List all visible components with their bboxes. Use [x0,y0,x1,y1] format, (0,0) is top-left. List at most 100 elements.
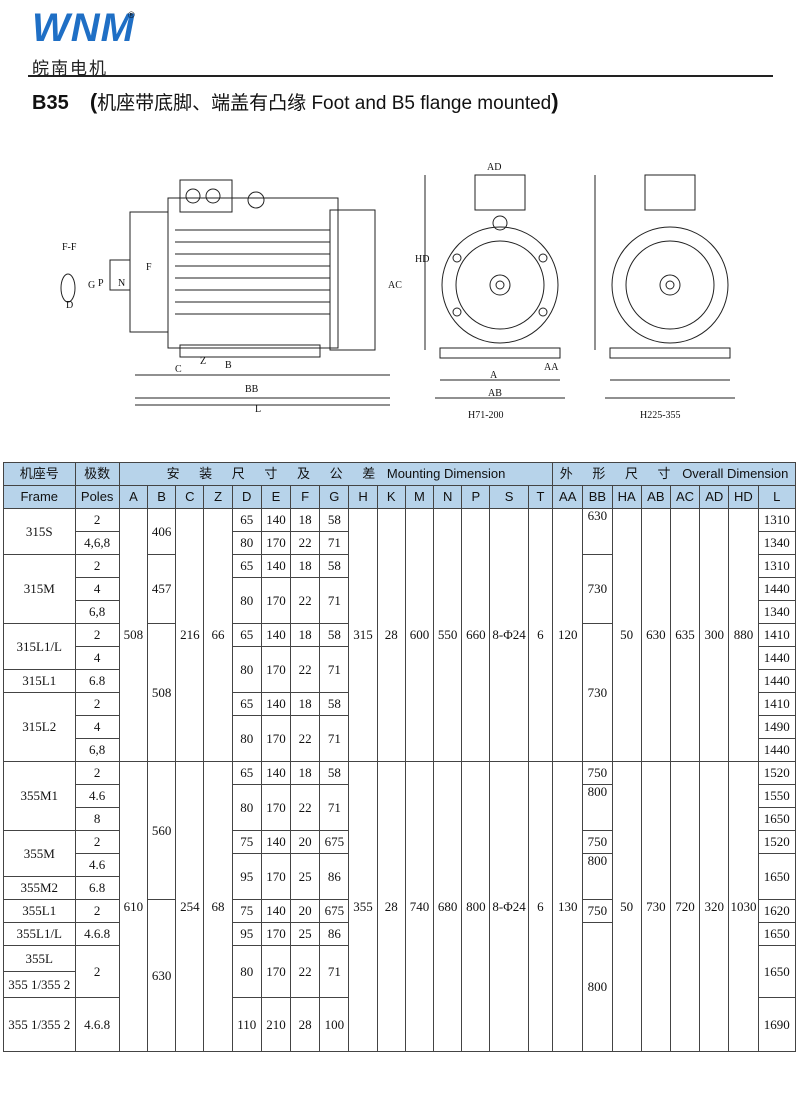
cell-D: 80 [231,784,262,831]
label-ab: AB [488,388,502,399]
cell-AB: 730 [640,761,671,1052]
label-ff: F-F [62,242,77,253]
cell-D: 65 [231,692,262,716]
hdr-frame-cn: 机座号 [3,462,76,486]
frame-cell: 315L2 [3,692,76,762]
cell-L: 1410 [757,623,797,647]
cell-L: 1310 [757,508,797,532]
frame-cell: 355L1/L [3,922,76,946]
cell-D: 80 [231,577,262,624]
cell-AA: 120 [552,508,584,762]
cell-L: 1650 [757,853,797,900]
brand-name: 皖南电机 [32,59,108,79]
registered-mark: ® [128,10,135,20]
cell-C: 254 [175,761,205,1052]
label-b: B [225,360,232,371]
cell-AD: 320 [699,761,730,1052]
hdr-col-e: E [260,485,292,509]
cell-G: 71 [319,531,350,555]
cell-G: 71 [319,784,350,831]
cell-G: 675 [319,830,350,854]
frame-cell: 315S [3,508,76,555]
frame-cell: 355M [3,830,76,877]
frame-cell: 355L [3,945,76,972]
header-rule [28,75,773,77]
cell-F: 18 [290,508,321,532]
cell-T: 6 [527,761,554,1052]
cell-L: 1650 [757,945,797,998]
cell-L: 1490 [757,715,797,739]
poles-cell: 4 [74,646,120,670]
cell-L: 1690 [757,997,797,1052]
cell-D: 80 [231,715,262,762]
cell-D: 75 [231,830,262,854]
cell-K: 28 [376,508,406,762]
cell-E: 170 [260,577,292,624]
caption-h225-355: H225-355 [640,410,681,421]
cell-E: 170 [260,646,292,693]
hdr-col-ab: AB [640,485,671,509]
cell-G: 100 [319,997,350,1052]
cell-BB: 800 [582,784,613,831]
hdr-col-ha: HA [611,485,642,509]
cell-L: 1520 [757,830,797,854]
cell-HA: 50 [611,761,642,1052]
cell-B: 630 [147,899,177,1052]
poles-cell: 4.6.8 [74,922,120,946]
poles-cell: 4 [74,715,120,739]
hdr-col-c: C [175,485,205,509]
cell-D: 80 [231,945,262,998]
cell-E: 170 [260,715,292,762]
hdr-overall: 外 形 尺 寸 Overall Dimension [552,462,796,486]
cell-L: 1650 [757,807,797,831]
cell-D: 65 [231,761,262,785]
cell-A: 610 [118,761,149,1052]
cell-BB: 730 [582,623,613,762]
cell-L: 1410 [757,692,797,716]
cell-A: 508 [118,508,149,762]
hdr-col-p: P [461,485,491,509]
cell-H: 315 [348,508,378,762]
cell-E: 170 [260,945,292,998]
cell-AC: 720 [669,761,701,1052]
cell-F: 22 [290,646,321,693]
cell-F: 18 [290,623,321,647]
cell-N: 550 [433,508,463,762]
frame-cell: 315M [3,554,76,624]
cell-F: 25 [290,853,321,900]
cell-G: 86 [319,922,350,946]
cell-Z: 66 [203,508,233,762]
mounting-code: B35 [32,92,69,114]
motor-drawings: F-F G D F P N Z C B BB L AC AD HD A AB A… [60,162,735,421]
poles-cell: 2 [74,623,120,647]
cell-F: 28 [290,997,321,1052]
hdr-col-aa: AA [552,485,584,509]
title-cn: 机座带底脚、端盖有凸缘 [97,93,307,114]
hdr-col-m: M [404,485,435,509]
caption-h71-200: H71-200 [468,410,504,421]
cell-E: 140 [260,623,292,647]
cell-E: 170 [260,922,292,946]
cell-G: 71 [319,715,350,762]
frame-cell: 355L1 [3,899,76,923]
cell-E: 170 [260,531,292,555]
poles-cell: 2 [74,830,120,854]
label-bb: BB [245,384,259,395]
hdr-mounting: 安 装 尺 寸 及 公 差 Mounting Dimension [118,462,554,486]
cell-D: 65 [231,554,262,578]
cell-L: 1440 [757,646,797,670]
hdr-col-hd: HD [728,485,759,509]
hdr-col-h: H [348,485,378,509]
poles-cell: 2 [74,508,120,532]
cell-D: 65 [231,623,262,647]
cell-BB: 750 [582,899,613,923]
hdr-col-d: D [231,485,262,509]
cell-M: 600 [404,508,435,762]
label-g: G [88,280,95,291]
logo-text: WNM [32,6,135,50]
cell-D: 95 [231,922,262,946]
cell-HA: 50 [611,508,642,762]
cell-E: 140 [260,554,292,578]
hdr-col-ac: AC [669,485,701,509]
label-ac: AC [388,280,402,291]
